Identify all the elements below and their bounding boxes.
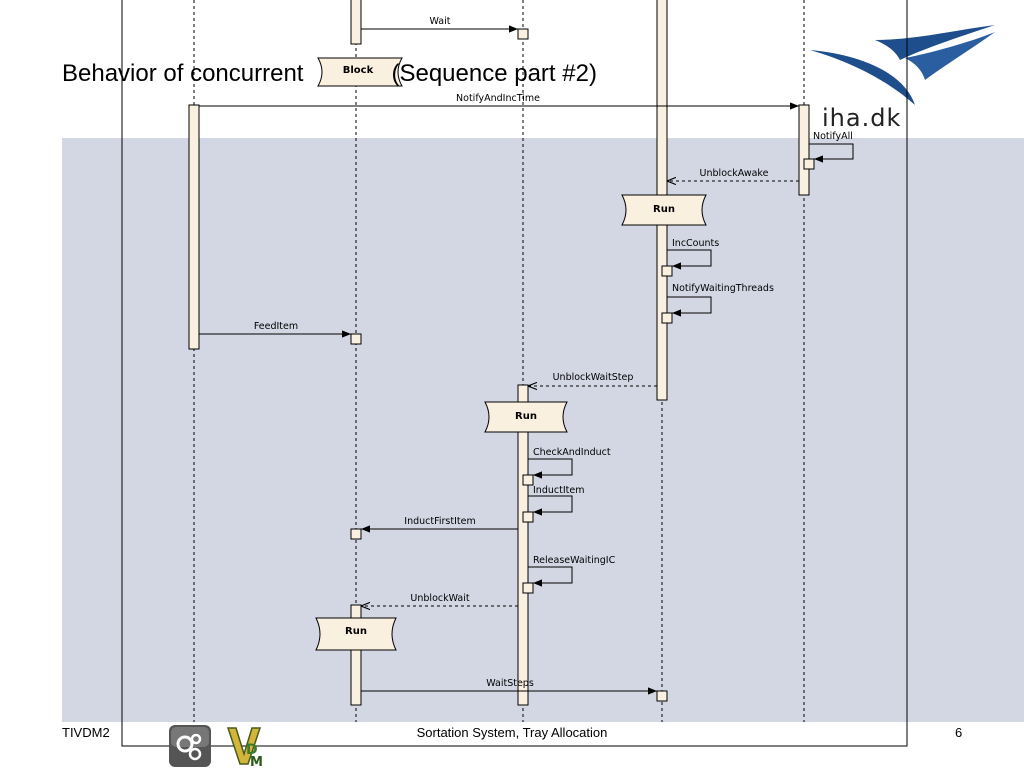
activation-bar bbox=[350, 0, 362, 45]
state-run: Run bbox=[315, 617, 397, 651]
message-unblock-wait-label: UnblockWait bbox=[410, 593, 469, 604]
activation-bar bbox=[350, 604, 362, 706]
diagram-frame bbox=[121, 0, 908, 747]
state-run-label: Run bbox=[653, 204, 675, 215]
message-endpoint bbox=[517, 28, 529, 40]
message-notify-waiting-threads-label: NotifyWaitingThreads bbox=[672, 283, 774, 294]
message-unblock-awake-label: UnblockAwake bbox=[700, 168, 769, 179]
state-run: Run bbox=[484, 401, 568, 433]
logo-text: iha.dk bbox=[822, 104, 902, 132]
message-release-waiting-ic-arrow bbox=[528, 566, 573, 587]
activation-bar bbox=[798, 104, 810, 196]
message-check-and-induct-arrow bbox=[528, 458, 573, 479]
page-title: Behavior of concurrent (Sequence part #2) bbox=[62, 60, 597, 88]
message-endpoint bbox=[522, 582, 534, 594]
message-induct-item-arrow bbox=[528, 495, 573, 516]
message-induct-first-item-label: InductFirstItem bbox=[404, 516, 475, 527]
message-notify-and-inc-time-label: NotifyAndIncTime bbox=[456, 93, 540, 104]
message-check-and-induct-label: CheckAndInduct bbox=[533, 447, 611, 458]
message-release-waiting-ic-label: ReleaseWaitingIC bbox=[533, 555, 616, 566]
vdm-logo-icon: D M bbox=[226, 727, 263, 768]
message-notify-all-label: NotifyAll bbox=[813, 131, 853, 142]
footer-course: TIVDM2 bbox=[62, 725, 110, 740]
message-endpoint bbox=[661, 312, 673, 324]
activation-bar bbox=[188, 104, 200, 350]
message-endpoint bbox=[656, 690, 668, 702]
gear-circles-icon bbox=[169, 725, 211, 767]
svg-text:M: M bbox=[250, 755, 263, 768]
iha-logo-icon bbox=[810, 25, 995, 105]
message-endpoint bbox=[522, 474, 534, 486]
message-inc-counts-label: IncCounts bbox=[672, 238, 719, 249]
state-run: Run bbox=[621, 194, 707, 226]
state-block-label: Block bbox=[343, 65, 374, 76]
message-endpoint bbox=[522, 511, 534, 523]
message-endpoint bbox=[350, 528, 362, 540]
message-inc-counts-arrow bbox=[667, 249, 712, 270]
activation-bar bbox=[517, 384, 529, 706]
svg-text:D: D bbox=[246, 742, 258, 758]
state-run-label: Run bbox=[515, 411, 537, 422]
message-endpoint bbox=[803, 158, 815, 170]
message-wait-steps-label: WaitSteps bbox=[486, 678, 534, 689]
state-run-label: Run bbox=[345, 626, 367, 637]
footer-topic: Sortation System, Tray Allocation bbox=[416, 725, 608, 740]
message-induct-item-label: InductItem bbox=[533, 485, 584, 496]
message-endpoint bbox=[661, 265, 673, 277]
page-number: 6 bbox=[955, 725, 963, 740]
state-block: Block bbox=[317, 57, 403, 87]
message-notify-all-arrow bbox=[809, 143, 854, 163]
message-wait-label: Wait bbox=[430, 16, 451, 27]
message-feed-item-label: FeedItem bbox=[254, 321, 298, 332]
title-main: Behavior of concurrent bbox=[62, 60, 304, 87]
message-unblock-wait-step-label: UnblockWaitStep bbox=[553, 372, 634, 383]
title-suffix: (Sequence part #2) bbox=[391, 60, 597, 87]
message-endpoint bbox=[350, 333, 362, 345]
message-notify-waiting-threads-arrow bbox=[667, 296, 712, 317]
